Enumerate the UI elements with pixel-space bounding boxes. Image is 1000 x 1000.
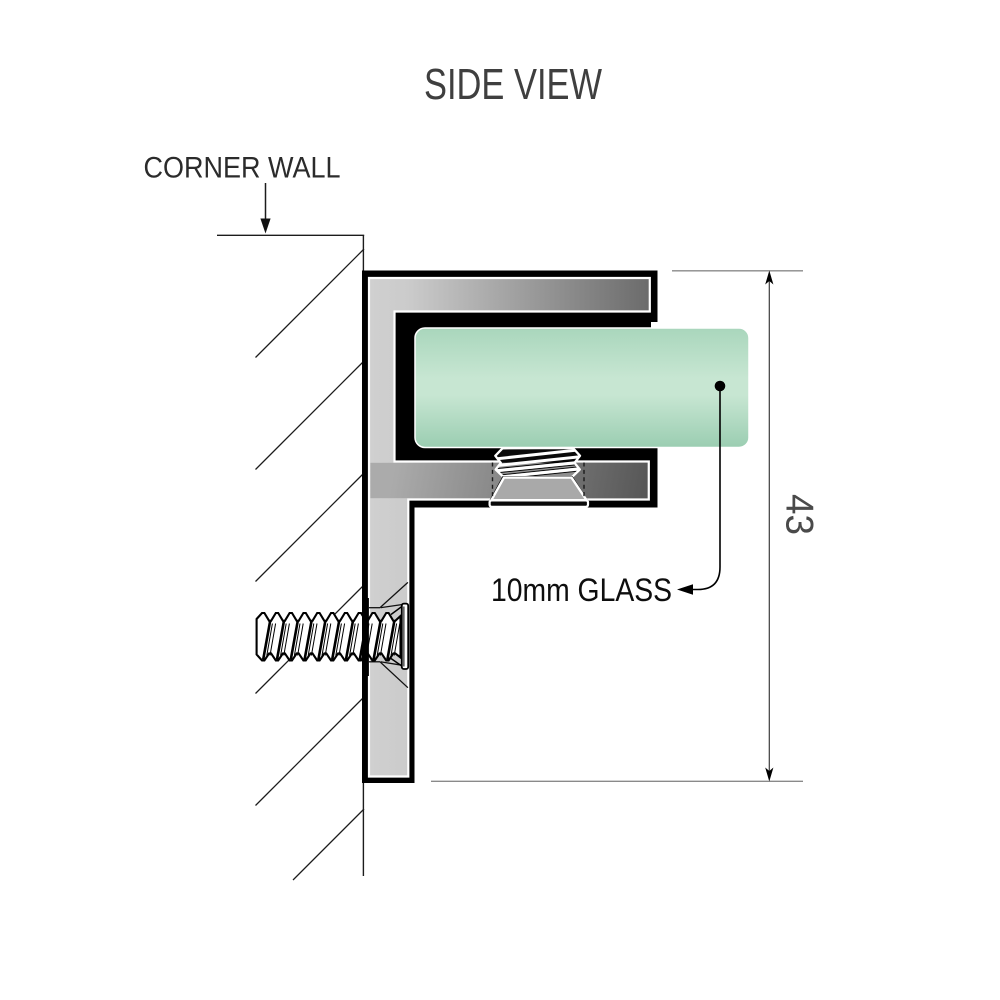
- svg-text:10mm GLASS: 10mm GLASS: [491, 572, 672, 608]
- svg-text:CORNER WALL: CORNER WALL: [144, 151, 341, 184]
- svg-text:43: 43: [778, 494, 821, 535]
- svg-text:SIDE VIEW: SIDE VIEW: [424, 60, 602, 109]
